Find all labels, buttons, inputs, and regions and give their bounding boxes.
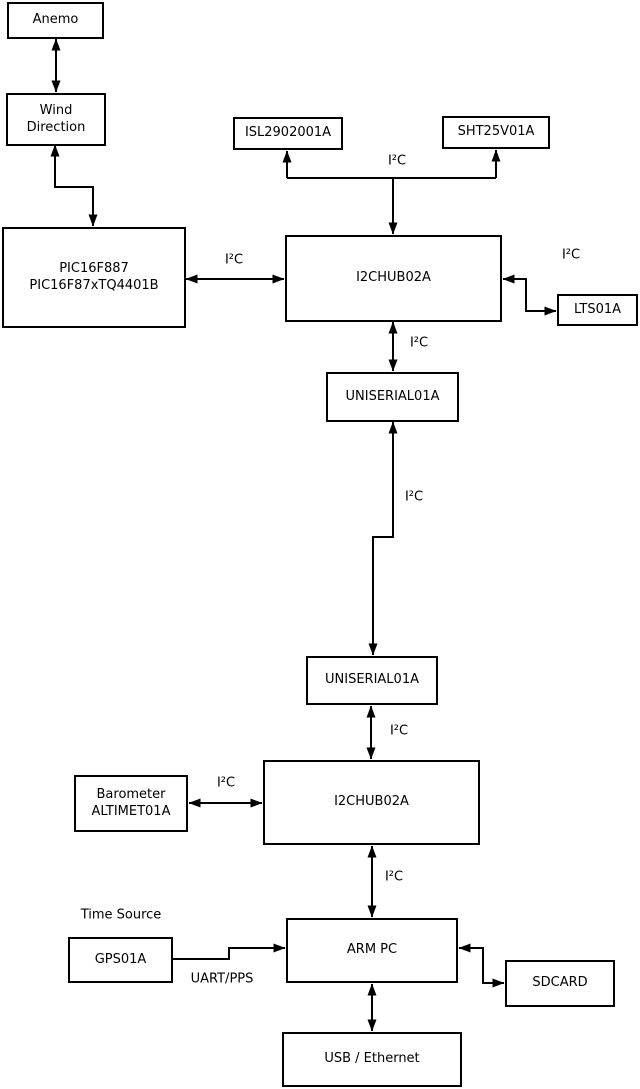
edge-label-i2c-hub-uniserial: I²C <box>409 335 429 351</box>
node-isl: ISL2902001A <box>233 117 343 150</box>
node-usb-ethernet-label: USB / Ethernet <box>324 1051 420 1067</box>
node-lts: LTS01A <box>557 294 638 326</box>
node-gps-label: GPS01A <box>94 951 147 967</box>
node-barometer: Barometer ALTIMET01A <box>74 775 188 832</box>
node-uniserial-top: UNISERIAL01A <box>326 372 459 422</box>
node-sdcard: SDCARD <box>505 960 615 1007</box>
node-i2chub-bottom-label: I2CHUB02A <box>334 794 409 810</box>
edge-i2chub-top-lts <box>502 274 557 316</box>
edge-label-i2c-hub-lts: I²C <box>561 247 581 263</box>
node-barometer-label: Barometer ALTIMET01A <box>91 786 171 819</box>
node-i2chub-bottom: I2CHUB02A <box>263 760 480 845</box>
node-isl-label: ISL2902001A <box>244 125 332 141</box>
node-arm-pc-label: ARM PC <box>346 942 398 958</box>
edge-wind-direction-pic <box>50 144 98 227</box>
node-lts-label: LTS01A <box>573 301 622 317</box>
node-gps: GPS01A <box>68 937 173 983</box>
edge-label-i2c-pic-hub: I²C <box>224 252 244 268</box>
node-uniserial-top-label: UNISERIAL01A <box>345 388 440 404</box>
edge-label-i2c-uniserial-hub2: I²C <box>389 723 409 739</box>
node-i2chub-top-label: I2CHUB02A <box>356 270 431 286</box>
edge-gps-arm-pc <box>173 943 286 960</box>
node-pic-label: PIC16F887 PIC16F87xTQ4401B <box>29 260 159 293</box>
node-anemo-label: Anemo <box>32 12 79 28</box>
node-usb-ethernet: USB / Ethernet <box>282 1032 462 1087</box>
edge-uniserial-top-uniserial-bottom <box>368 421 398 656</box>
edge-label-i2c-barometer-hub2: I²C <box>216 775 236 791</box>
edge-arm-pc-sdcard <box>458 943 505 988</box>
node-wind-direction-label: Wind Direction <box>26 102 86 135</box>
node-sht-label: SHT25V01A <box>457 124 535 140</box>
node-wind-direction: Wind Direction <box>6 93 106 146</box>
node-anemo: Anemo <box>7 2 104 39</box>
node-i2chub-top: I2CHUB02A <box>285 235 502 322</box>
edge-label-i2c-sensors-bus: I²C <box>387 153 407 169</box>
edge-label-uart-pps: UART/PPS <box>190 971 254 987</box>
edge-label-i2c-hub2-arm: I²C <box>384 869 404 885</box>
edge-label-time-source: Time Source <box>80 907 162 923</box>
node-sht: SHT25V01A <box>442 116 550 149</box>
node-pic: PIC16F887 PIC16F87xTQ4401B <box>2 227 186 328</box>
node-sdcard-label: SDCARD <box>532 975 588 991</box>
edge-label-i2c-uniserial-link: I²C <box>404 489 424 505</box>
node-arm-pc: ARM PC <box>286 918 458 983</box>
node-uniserial-bottom: UNISERIAL01A <box>306 656 438 705</box>
node-uniserial-bottom-label: UNISERIAL01A <box>325 672 419 688</box>
